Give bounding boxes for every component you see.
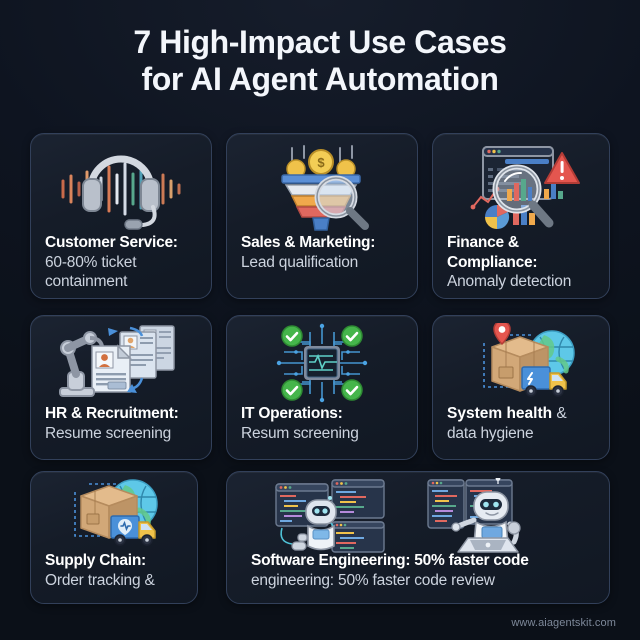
card-heading: Customer Service:	[45, 234, 178, 251]
card-heading-line: System health &	[447, 404, 599, 424]
robot-arm-resumes-icon	[31, 322, 211, 404]
card-heading: IT Operations:	[241, 405, 343, 422]
package-globe-truck-icon	[31, 476, 197, 552]
card-heading: Finance & Compliance:	[447, 234, 538, 271]
package-globe-truck-pin-icon	[433, 322, 609, 404]
headset-waveform-icon	[31, 144, 211, 232]
card-body: engineering: 50% faster code review	[251, 571, 495, 589]
card-body: Anomaly detection	[447, 273, 572, 290]
card-heading: Supply Chain:	[45, 552, 146, 569]
card-text: Supply Chain: Order tracking &	[45, 551, 187, 590]
svg-text:$: $	[317, 155, 325, 170]
card-hr-recruitment[interactable]: HR & Recruitment: Resume screening	[30, 315, 212, 460]
card-heading: Sales & Marketing:	[241, 234, 376, 251]
title-line-1: 7 High-Impact Use Cases	[133, 24, 507, 60]
card-customer-service[interactable]: Customer Service: 60-80% ticket containm…	[30, 133, 212, 299]
card-sales-marketing[interactable]: $ Sales & Marketing: Lead qualification	[226, 133, 418, 299]
card-body: Resume screening	[45, 424, 172, 442]
card-heading: Software Engineering: 50% faster code	[251, 552, 529, 569]
card-text: Sales & Marketing: Lead qualification	[241, 233, 407, 272]
card-heading: HR & Recruitment:	[45, 405, 179, 422]
card-finance-compliance[interactable]: Finance & Compliance: Anomaly detection	[432, 133, 610, 299]
page-title: 7 High-Impact Use Cases for AI Agent Aut…	[0, 24, 640, 98]
card-text: Finance & Compliance: Anomaly detection	[447, 233, 599, 292]
card-supply-chain[interactable]: Supply Chain: Order tracking &	[30, 471, 198, 604]
card-body: data hygiene	[447, 424, 534, 442]
card-text: Customer Service: 60-80% ticket containm…	[45, 233, 201, 292]
card-body: Lead qualification	[241, 253, 359, 271]
dashboard-magnifier-alert-icon	[433, 144, 609, 232]
card-it-operations[interactable]: IT Operations: Resum screening	[226, 315, 418, 460]
card-text: Software Engineering: 50% faster code en…	[251, 551, 595, 590]
title-line-2: for AI Agent Automation	[141, 61, 499, 97]
coding-robots-icon	[227, 478, 609, 554]
card-text: HR & Recruitment: Resume screening	[45, 404, 201, 443]
chip-circuit-checkmarks-icon	[227, 322, 417, 404]
sales-funnel-magnifier-icon: $	[227, 144, 417, 232]
footer-url[interactable]: www.aiagentskit.com	[511, 617, 616, 629]
card-heading: System health	[447, 405, 553, 422]
card-text: System health & data hygiene	[447, 404, 599, 443]
card-heading-suffix: &	[552, 405, 567, 422]
card-body: Resum screening	[241, 424, 359, 442]
card-body: Order tracking &	[45, 571, 155, 589]
card-software-engineering[interactable]: Software Engineering: 50% faster code en…	[226, 471, 610, 604]
card-system-health[interactable]: System health & data hygiene	[432, 315, 610, 460]
card-text: IT Operations: Resum screening	[241, 404, 407, 443]
card-body: 60-80% ticket containment	[45, 253, 137, 291]
